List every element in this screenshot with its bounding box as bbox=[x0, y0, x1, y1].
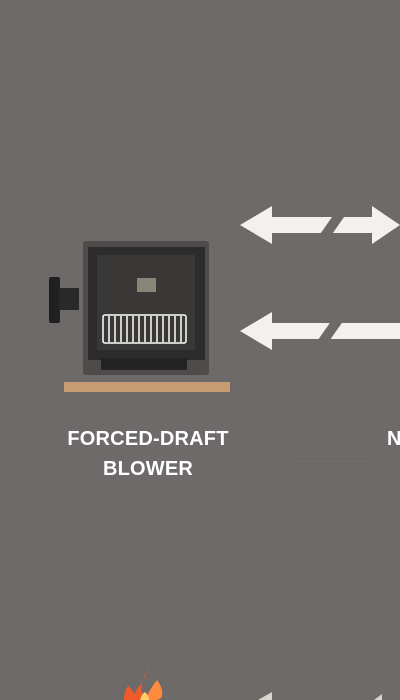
flame-icon bbox=[124, 666, 163, 700]
forced-draft-blower-label: FORCED-DRAFT BLOWER bbox=[52, 424, 244, 484]
left-arrow-icon bbox=[240, 312, 400, 350]
blower-panel bbox=[97, 255, 195, 350]
blower-side-motor bbox=[49, 277, 60, 323]
blower-grille-icon bbox=[102, 314, 187, 344]
bottom-arrow-fragments bbox=[258, 692, 382, 700]
background-line bbox=[290, 460, 370, 462]
blower-foot bbox=[101, 358, 187, 370]
forced-draft-blower-label-line-1: FORCED-DRAFT bbox=[67, 428, 229, 450]
blower-base bbox=[64, 382, 230, 392]
forced-draft-blower-icon bbox=[49, 241, 230, 392]
offscreen-label: N bbox=[387, 428, 400, 450]
blower-side-connector bbox=[59, 288, 79, 310]
double-arrow-icon bbox=[240, 206, 400, 244]
forced-draft-blower-label-line-2: BLOWER bbox=[102, 458, 194, 480]
blower-window bbox=[137, 278, 156, 292]
